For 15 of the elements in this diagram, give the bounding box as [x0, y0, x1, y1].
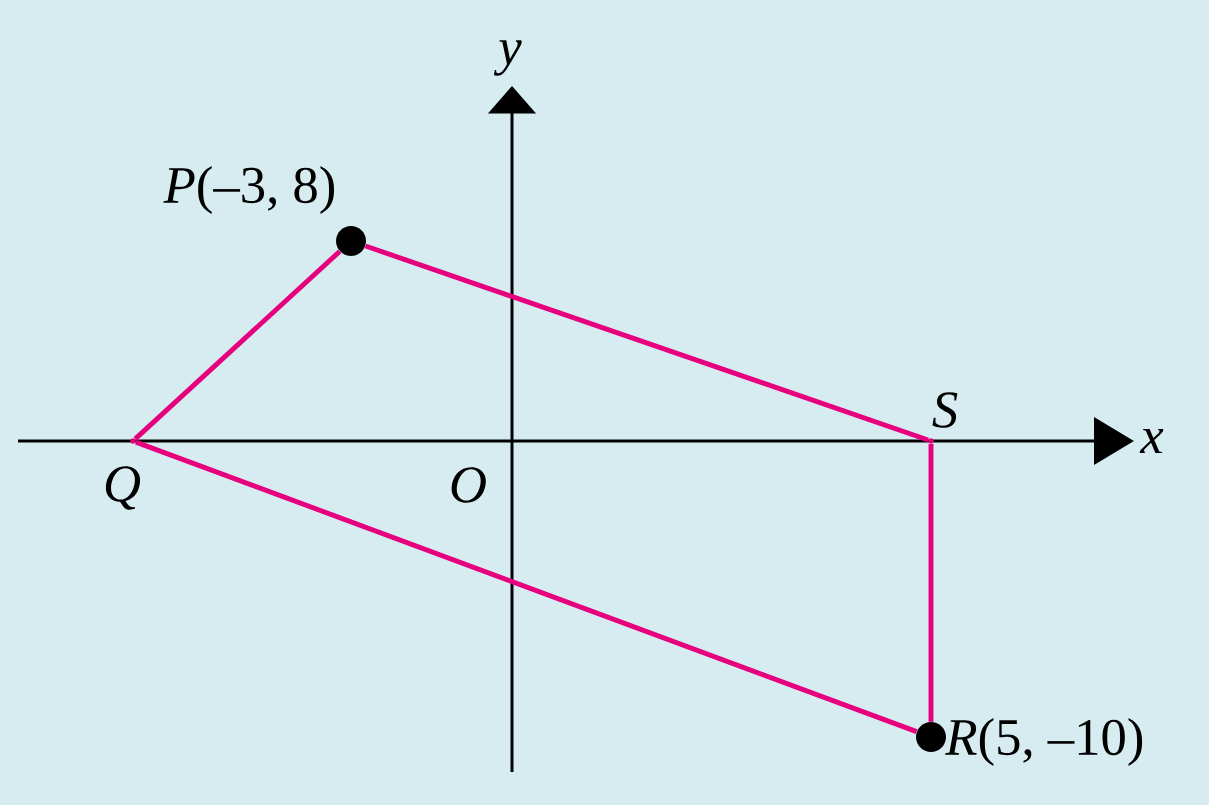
vertex	[130, 438, 136, 444]
polygon-side	[135, 439, 918, 734]
point-label: Q	[105, 466, 141, 510]
axis-label: x	[1139, 428, 1164, 454]
polygon-side	[133, 249, 342, 441]
point-label: S	[932, 392, 958, 428]
polygon-side	[364, 243, 929, 443]
point-label: R(5, –10)	[945, 718, 1143, 766]
point-label: P(–3, 8)	[163, 166, 334, 214]
point-dot	[336, 226, 366, 256]
axis-label: O	[451, 467, 486, 503]
polygon-side	[928, 444, 934, 722]
axis-label: y	[493, 40, 522, 76]
point-dot	[916, 722, 946, 752]
vertex	[928, 438, 934, 444]
